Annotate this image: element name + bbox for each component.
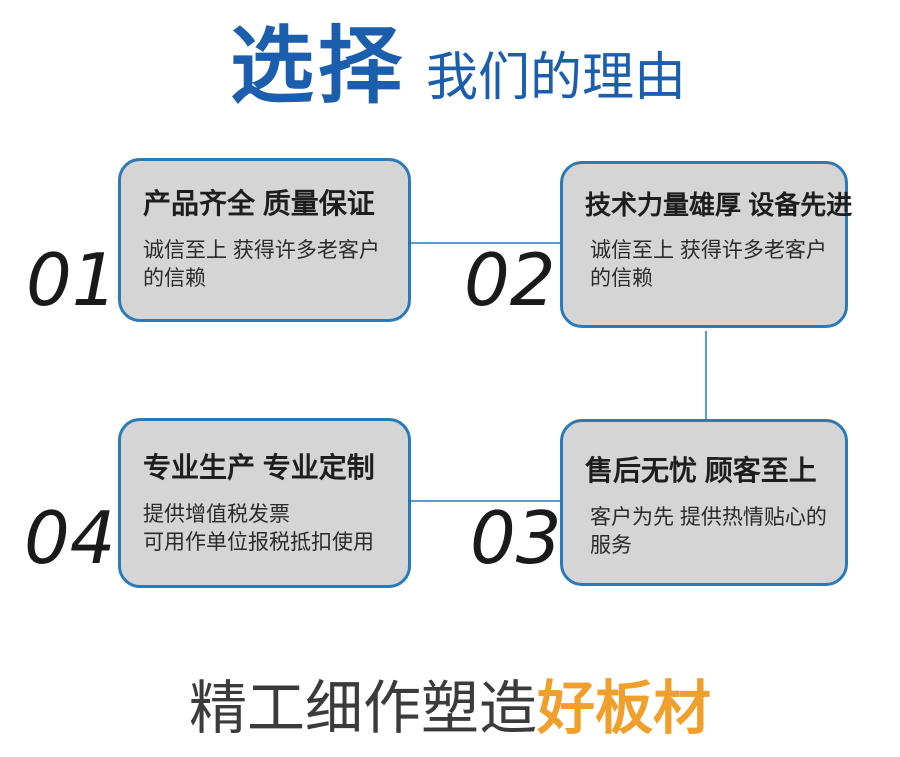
connector-line-bottom: [411, 500, 563, 502]
page-title: 选择 我们的理由: [230, 22, 686, 110]
connector-line-vertical: [705, 331, 707, 420]
tagline-accent: 好板材: [537, 676, 712, 741]
feature-card-custom-production: 专业生产 专业定制 提供增值税发票 可用作单位报税抵扣使用: [118, 418, 411, 588]
step-number-03: 03: [470, 496, 562, 580]
card-title: 售后无忧 顾客至上: [585, 455, 817, 486]
card-description: 提供增值税发票 可用作单位报税抵扣使用: [143, 502, 374, 554]
card-description: 客户为先 提供热情贴心的服务: [590, 505, 827, 557]
feature-card-after-sales: 售后无忧 顾客至上 客户为先 提供热情贴心的服务: [560, 419, 848, 586]
step-number-04: 04: [24, 496, 116, 580]
card-title: 专业生产 专业定制: [143, 452, 375, 483]
feature-card-technology-equipment: 技术力量雄厚 设备先进 诚信至上 获得许多老客户的信赖: [560, 161, 853, 328]
card-title: 产品齐全 质量保证: [143, 188, 375, 219]
card-description: 诚信至上 获得许多老客户的信赖: [590, 239, 827, 291]
footer-tagline: 精工细作塑造好板材: [0, 676, 900, 743]
tagline-main: 精工细作塑造: [188, 676, 537, 741]
feature-card-product-quality: 产品齐全 质量保证 诚信至上 获得许多老客户的信赖: [118, 158, 411, 322]
page-title-accent: 选择: [230, 19, 407, 113]
step-number-01: 01: [26, 238, 118, 322]
card-title: 技术力量雄厚 设备先进: [585, 190, 853, 220]
page-title-rest: 我们的理由: [426, 49, 687, 107]
step-number-02: 02: [464, 238, 556, 322]
card-description: 诚信至上 获得许多老客户的信赖: [143, 238, 380, 290]
connector-line-top: [411, 242, 561, 244]
